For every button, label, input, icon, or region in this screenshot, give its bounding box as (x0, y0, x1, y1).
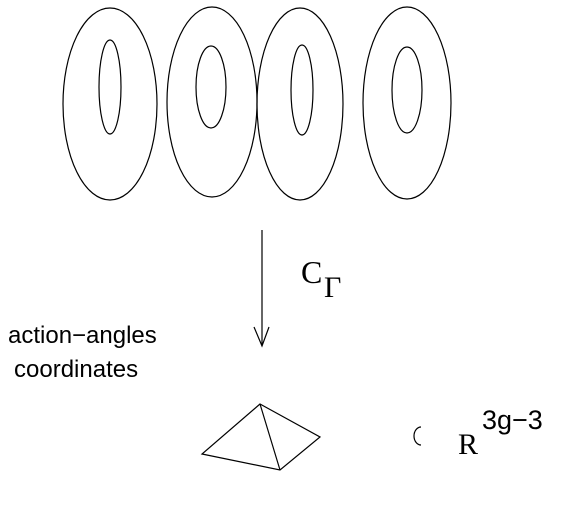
projection-arrow (253, 230, 270, 348)
arrow-head (253, 326, 270, 348)
polytope-outline (200, 403, 322, 471)
torus-2-inner (195, 45, 227, 129)
target-space-base: R (458, 428, 479, 461)
torus-4 (362, 6, 452, 200)
torus-2-outer (166, 6, 258, 198)
moment-polytope (200, 403, 322, 471)
torus-3-inner (290, 44, 314, 136)
torus-4-inner (391, 46, 423, 134)
coordinates-label-line2: coordinates (14, 356, 139, 383)
tori-group (62, 6, 452, 201)
map-label-symbol: C (301, 254, 323, 290)
polytope-diagonal (259, 403, 281, 471)
map-label-subscript: Γ (324, 271, 342, 304)
torus-3-outer (256, 7, 344, 201)
torus-2 (166, 6, 258, 198)
target-space-exponent: 3g−3 (482, 405, 543, 435)
torus-1 (62, 7, 158, 201)
torus-3 (256, 7, 344, 201)
torus-1-outer (62, 7, 158, 201)
torus-1-inner (98, 39, 122, 135)
coordinates-label-line1: action−angles (8, 322, 157, 349)
torus-4-outer (362, 6, 452, 200)
subset-symbol (413, 426, 422, 446)
